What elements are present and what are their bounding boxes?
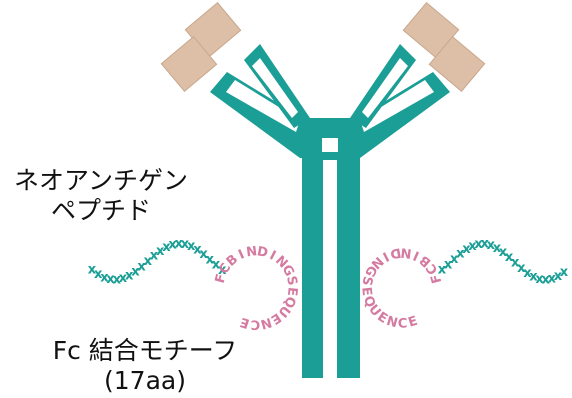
peptide-left-residue: x — [156, 244, 165, 259]
peptide-right-residue: x — [444, 257, 453, 272]
antibody-hinge-window — [321, 138, 339, 152]
antibody-left-arm-gap — [226, 80, 300, 132]
fc-right-letter: N — [385, 314, 400, 331]
fc-left-letter: N — [246, 244, 259, 260]
peptide-left-residue: x — [206, 252, 215, 267]
peptide-left-residue: x — [144, 254, 153, 269]
peptide-right-residue: x — [462, 242, 471, 257]
peptide-left-residue: x — [88, 263, 97, 278]
neoantigen-line1: ネオアンチゲン — [13, 166, 188, 195]
antibody-icon — [160, 2, 486, 378]
peptide-right-residue: x — [511, 256, 520, 271]
peptide-left-residue: x — [175, 237, 184, 252]
peptide-left-residue: x — [168, 238, 177, 253]
antibody-stem-cap — [300, 118, 362, 126]
peptide-left-residue: x — [131, 264, 140, 279]
peptide-right-residue: x — [535, 272, 544, 287]
antibody-left-light-gap — [252, 58, 298, 118]
peptide-right-residue: x — [468, 239, 477, 254]
fc-left-letter: E — [238, 314, 251, 331]
antibody-stem-channel — [323, 160, 337, 378]
peptide-right-residue: x — [523, 266, 532, 281]
antibody-right-light-gap — [362, 58, 408, 118]
fc-left-letter: N — [259, 314, 274, 331]
peptide-right-residue: x — [487, 238, 496, 253]
fc-left-letter: S — [283, 275, 300, 287]
peptide-left-residue: x — [162, 240, 171, 255]
peptide-left-residue: x — [106, 272, 115, 287]
fc-right-letter: Q — [360, 294, 378, 310]
peptide-right-residue: x — [438, 263, 447, 278]
peptide-left-residue: x — [150, 249, 159, 264]
fc-right-letter: F — [428, 272, 445, 284]
fc-left-letter: F — [213, 272, 230, 284]
fc-motif-line1: Fc 結合モチーフ — [52, 336, 238, 365]
antibody-right-arm-gap — [360, 80, 434, 132]
fc-left-letter: C — [251, 316, 261, 331]
fc-right-letter: D — [389, 244, 403, 261]
fc-left-letter: I — [236, 247, 246, 263]
peptide-right-residue: x — [505, 250, 514, 265]
peptide-left-residue: x — [113, 272, 122, 287]
fc-motif-line2: (17aa) — [104, 366, 186, 395]
fc-left-letter: Q — [280, 294, 298, 310]
peptide-left-residue: x — [187, 239, 196, 254]
peptide-right-residue: x — [456, 247, 465, 262]
fc-right-letter: C — [398, 316, 408, 331]
peptide-right-residue: x — [554, 269, 563, 284]
peptide-right-residue: x — [481, 237, 490, 252]
fc-left-letter: D — [256, 244, 270, 261]
peptide-left-residue: x — [125, 268, 134, 283]
fc-right-letter: E — [407, 314, 420, 331]
fc-right-letter: S — [358, 275, 375, 287]
peptide-right-residue: x — [560, 265, 569, 280]
peptide-left-residue: x — [199, 247, 208, 262]
peptide-right-residue: x — [529, 270, 538, 285]
fc-right-letter: N — [400, 244, 413, 260]
peptide-right-residue: x — [548, 271, 557, 286]
peptide-right-residue: x — [542, 272, 551, 287]
peptide-left-residue: x — [193, 243, 202, 258]
peptide-left-residue: x — [181, 237, 190, 252]
peptide-right-residue: x — [450, 252, 459, 267]
peptide-right-residue: x — [474, 237, 483, 252]
peptide-left-residue: x — [218, 263, 227, 278]
fc-motif-label: Fc 結合モチーフ (17aa) — [40, 336, 250, 396]
fc-left-letter: E — [284, 286, 300, 296]
peptide-left-residue: x — [94, 267, 103, 282]
fc-right-letter: E — [358, 286, 374, 296]
peptide-left-residue: x — [137, 259, 146, 274]
peptide-right-residue: x — [499, 245, 508, 260]
peptide-left-residue: x — [100, 270, 109, 285]
antibody-tip-left-lower — [160, 36, 218, 92]
peptide-right-residue: x — [493, 241, 502, 256]
fc-right-letter: I — [411, 247, 421, 263]
peptide-right-residue: x — [517, 261, 526, 276]
neoantigen-line2: ペプチド — [50, 196, 151, 225]
peptide-left-residue: x — [119, 271, 128, 286]
fc-left-letter: I — [267, 248, 278, 264]
fc-right-letter: I — [380, 248, 391, 264]
neoantigen-peptide-label: ネオアンチゲン ペプチド — [6, 166, 196, 226]
antibody-tip-right-lower — [428, 36, 486, 92]
peptide-left-residue: x — [212, 258, 221, 273]
